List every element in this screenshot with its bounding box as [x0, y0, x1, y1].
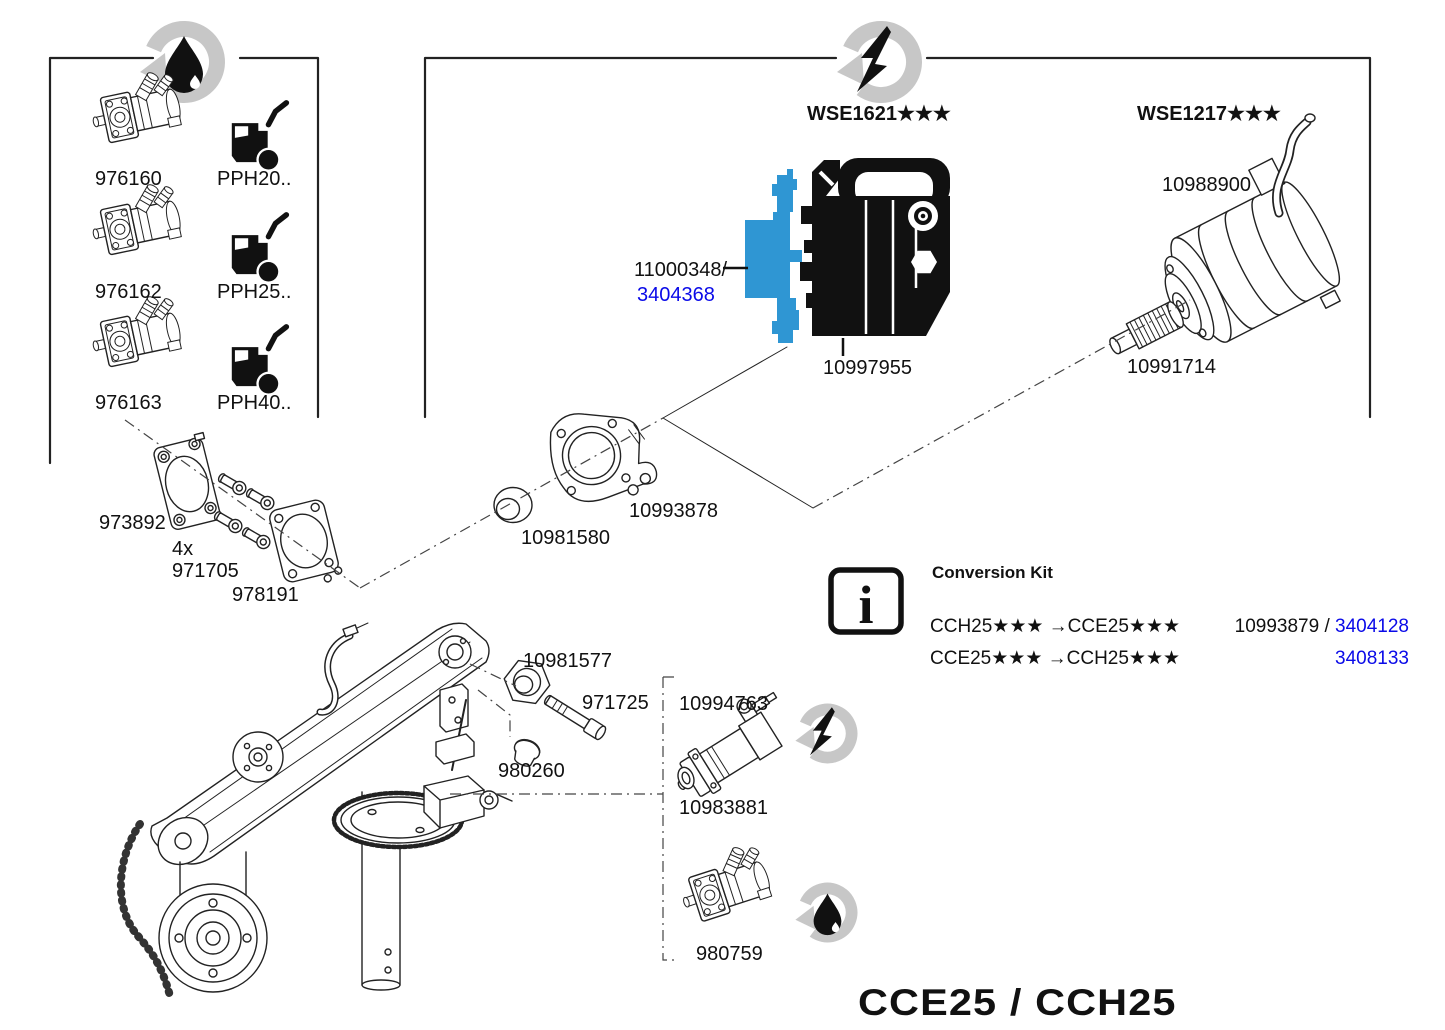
page-title-model: CCE25 / CCH25	[858, 982, 1177, 1023]
part-number-980759: 980759	[696, 943, 763, 965]
part-number-10988900: 10988900	[1162, 174, 1251, 196]
part-number-976162: 976162	[95, 281, 162, 303]
part-number-973892: 973892	[99, 512, 166, 534]
part-number-3404128-link[interactable]: 3404128	[1335, 616, 1409, 637]
hydraulic-motor-976160-drawing	[84, 65, 186, 147]
assembly-axis-left	[124, 419, 361, 589]
part-number-pph25: PPH25..	[217, 281, 292, 303]
part-number-978191: 978191	[232, 584, 299, 606]
conversion-row-cch-to-cce: CCH25★★★ →CCE25★★★	[930, 616, 1181, 637]
electric-motor-silhouette	[723, 158, 950, 356]
drive-shaft-drawing	[1109, 301, 1184, 355]
part-number-pph40: PPH40..	[217, 392, 292, 414]
part-number-10981580: 10981580	[521, 527, 610, 549]
ring-10981580-drawing	[493, 486, 533, 524]
part-number-pph20: PPH20..	[217, 168, 292, 190]
part-number-3408133-link[interactable]: 3408133	[1335, 648, 1409, 669]
washer-10983881-drawing	[677, 766, 695, 790]
adapter-plate-978191-drawing	[269, 499, 343, 583]
conversion-kit-numbers-2: 3408133	[1335, 648, 1409, 670]
conversion-row-cce-to-cch: CCE25★★★ →CCH25★★★	[930, 648, 1181, 669]
electric-motor-drawing	[1164, 113, 1341, 343]
assembly-axis-vee	[662, 346, 814, 509]
powerpack-pph40-icon	[232, 327, 287, 396]
screws-971705-drawing	[211, 470, 277, 552]
hydraulic-options-box	[48, 56, 320, 465]
part-number-11000348: 11000348/	[634, 259, 728, 281]
part-number-10997955: 10997955	[823, 357, 912, 379]
part-number-3404368-link[interactable]: 3404368	[637, 284, 715, 306]
conversion-kit-title: Conversion Kit	[932, 563, 1053, 582]
svg-text:i: i	[858, 575, 873, 635]
part-number-10983881: 10983881	[679, 797, 768, 819]
powerpack-pph20-icon	[232, 103, 287, 172]
powerpack-pph25-icon	[232, 215, 287, 284]
bearing-flange-10993878-drawing	[549, 413, 658, 503]
oil-recycle-icon-small	[795, 882, 858, 943]
part-number-10993879: 10993879 /	[1234, 616, 1336, 637]
electric-recycle-icon-small	[795, 703, 858, 764]
part-number-971725: 971725	[582, 692, 649, 714]
hydraulic-motor-976162-drawing	[84, 177, 186, 259]
part-number-976160: 976160	[95, 168, 162, 190]
assembly-axis-right	[812, 299, 1191, 509]
saw-arm-assembly-drawing	[117, 622, 513, 1000]
hydraulic-feed-motor-980759-drawing	[671, 838, 776, 927]
part-quantity-4x: 4x	[172, 538, 194, 560]
part-number-10993878: 10993878	[629, 500, 718, 522]
bolt-971725-drawing	[543, 694, 607, 741]
feed-leaders	[469, 663, 517, 737]
model-label-wse1217: WSE1217★★★	[1137, 103, 1281, 125]
part-number-10991714: 10991714	[1127, 356, 1216, 378]
part-number-971705: 971705	[172, 560, 239, 582]
feed-group-bracket	[450, 676, 674, 961]
part-number-980260: 980260	[498, 760, 565, 782]
part-number-10981577: 10981577	[523, 650, 612, 672]
conversion-kit-numbers-1: 10993879 / 3404128	[1235, 616, 1409, 638]
part-number-976163: 976163	[95, 392, 162, 414]
info-icon: i	[828, 567, 904, 635]
adapter-highlight-silhouette	[745, 169, 802, 343]
plug-980260-drawing	[513, 738, 541, 767]
model-label-wse1621: WSE1621★★★	[807, 103, 951, 125]
electric-recycle-icon	[837, 21, 922, 103]
part-number-10994763: 10994763	[679, 693, 768, 715]
motor-plate-973892-drawing	[153, 431, 221, 531]
electric-options-box	[423, 56, 1372, 419]
feed-bushing-10981577-drawing	[503, 659, 551, 705]
